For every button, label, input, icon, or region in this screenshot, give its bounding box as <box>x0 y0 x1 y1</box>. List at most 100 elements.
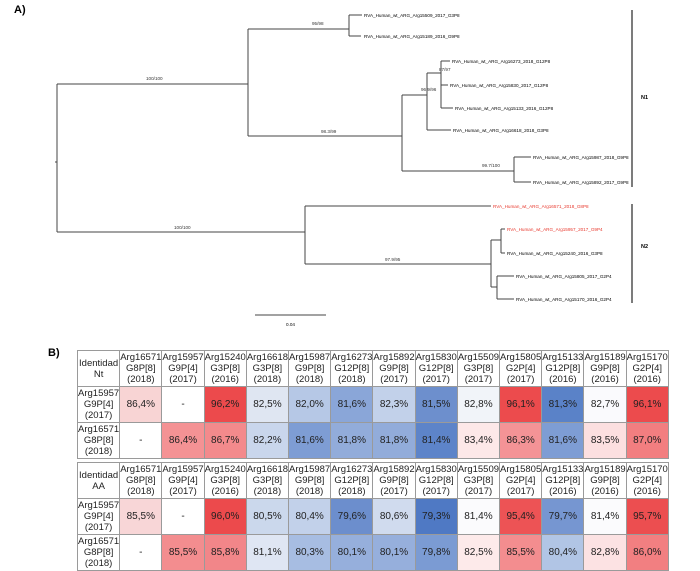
column-header-line: G3P[8] <box>463 363 494 374</box>
column-header-line: (2016) <box>211 374 239 385</box>
column-header-line: Arg15240 <box>204 352 246 363</box>
leaf-label: RVA_Human_wt_ARG_Arg16618_2018_G3P8 <box>453 128 549 133</box>
column-header-line: G12P[8] <box>418 363 454 374</box>
identity-cell: 79,7% <box>541 498 585 535</box>
column-header-line: Arg15805 <box>500 464 542 475</box>
support-label: 96.9/96 <box>421 87 437 92</box>
column-header-line: Arg15805 <box>500 352 542 363</box>
column-header-line: G9P[8] <box>294 475 325 486</box>
branch-g2p4-pair <box>491 275 514 300</box>
corner-label: Nt <box>93 368 104 380</box>
identity-cell: 83,5% <box>583 422 627 459</box>
column-header-line: G9P[8] <box>590 363 620 374</box>
support-label: 99.7/100 <box>482 163 500 168</box>
column-header-line: (2017) <box>506 486 535 497</box>
column-header-line: G9P[4] <box>168 475 198 486</box>
leaf-labels: RVA_Human_wt_ARG_Arg15509_2017_G3P8 RVA_… <box>364 13 629 302</box>
column-header-line: Arg15957 <box>162 352 204 363</box>
corner-label: Identidad <box>79 357 119 369</box>
column-header-line: Arg15170 <box>626 352 668 363</box>
identity-cell: 82,0% <box>288 386 332 423</box>
identity-cell: 79,3% <box>414 498 458 535</box>
leaf-label: RVA_Human_wt_ARG_Arg16571_2018_G8P8 <box>493 204 589 209</box>
column-header-line: Arg16273 <box>331 352 373 363</box>
identity-cell: 81,8% <box>330 422 374 459</box>
identity-cell: - <box>119 422 163 459</box>
column-header-line: (2017) <box>169 486 197 497</box>
branch-root <box>55 84 58 232</box>
column-header-line: G2P[4] <box>632 363 663 374</box>
column-header-line: (2016) <box>633 486 661 497</box>
column-header-line: G12P[8] <box>545 363 581 374</box>
clade-label-n2: N2 <box>641 244 648 250</box>
column-header-line: (2017) <box>169 374 197 385</box>
identity-cell: 81,6% <box>541 422 585 459</box>
identity-cell: 80,6% <box>372 498 416 535</box>
support-label: 87/97 <box>439 67 451 72</box>
identity-cell: 85,8% <box>203 534 247 571</box>
column-header-line: Arg15170 <box>626 464 668 475</box>
row-header-line: (2018) <box>84 558 113 569</box>
branch-n2-stem <box>57 206 306 264</box>
identity-cell: 86,3% <box>499 422 543 459</box>
support-label: 98.3/99 <box>321 129 337 134</box>
identity-cell: - <box>119 534 163 571</box>
identity-cell: 96,2% <box>203 386 247 423</box>
column-header-line: (2018) <box>253 374 282 385</box>
identity-cell: - <box>161 498 205 535</box>
identity-cell: 80,4% <box>541 534 585 571</box>
branch-n1-stem <box>57 29 249 136</box>
branch-g12-single <box>440 85 453 109</box>
identity-cell: 81,6% <box>330 386 374 423</box>
column-header-line: (2017) <box>380 374 408 385</box>
identity-cell: 86,4% <box>119 386 163 423</box>
branch-g9-pair <box>402 156 531 183</box>
column-header-line: Arg15189 <box>584 352 626 363</box>
identity-cell: 81,8% <box>372 422 416 459</box>
identity-cell: 80,3% <box>288 534 332 571</box>
row-header-line: Arg16571 <box>78 536 120 547</box>
column-header-line: Arg15133 <box>542 464 584 475</box>
identity-cell: 81,1% <box>245 534 290 571</box>
identity-cell: 82,5% <box>245 386 290 423</box>
column-header-line: Arg15830 <box>415 464 457 475</box>
column-header-line: (2016) <box>549 374 577 385</box>
leaf-label: RVA_Human_wt_ARG_Arg15189_2016_G9P8 <box>364 34 460 39</box>
row-header-line: Arg15957 <box>78 388 120 399</box>
column-header-line: Arg15987 <box>289 352 331 363</box>
identity-cell: 80,1% <box>330 534 374 571</box>
identity-cell: 82,3% <box>372 386 416 423</box>
column-header-line: (2018) <box>295 374 324 385</box>
column-header-line: G9P[8] <box>379 475 409 486</box>
column-header-line: Arg15133 <box>542 352 584 363</box>
column-header-line: G9P[4] <box>168 363 198 374</box>
row-header-line: Arg15957 <box>78 500 120 511</box>
column-header-line: G3P[8] <box>252 363 283 374</box>
column-header-line: G2P[4] <box>505 475 536 486</box>
identity-cell: 79,6% <box>330 498 374 535</box>
column-header-line: (2016) <box>591 374 619 385</box>
support-label: 95/98 <box>312 21 324 26</box>
identity-cell: 82,2% <box>245 422 290 459</box>
leaf-label: RVA_Human_wt_ARG_Arg15830_2017_G12P8 <box>450 83 549 88</box>
column-header-line: Arg15957 <box>162 464 204 475</box>
column-header-line: Arg16571 <box>120 352 162 363</box>
leaf-label: RVA_Human_wt_ARG_Arg15240_2016_G3P8 <box>507 251 603 256</box>
